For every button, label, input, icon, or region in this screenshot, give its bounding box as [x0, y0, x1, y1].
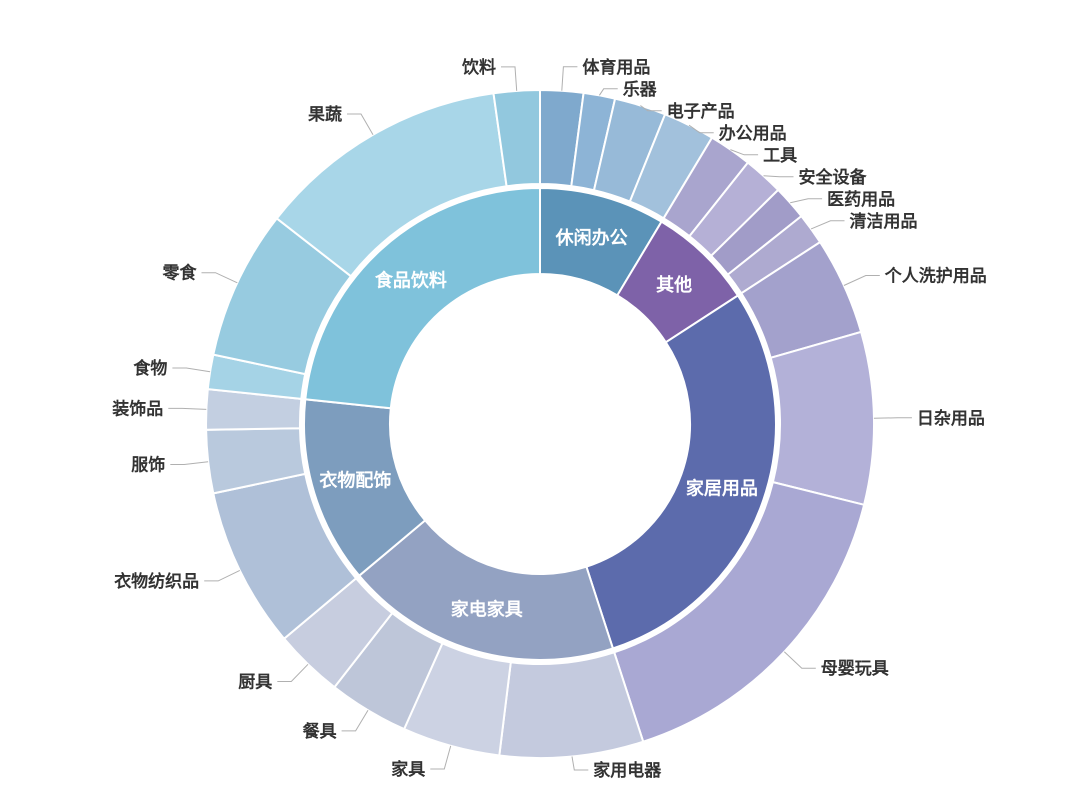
label-line-apparel: [170, 462, 208, 465]
inner-label-home-goods: 家居用品: [686, 477, 758, 498]
outer-label-medical-supplies: 医药用品: [827, 189, 895, 209]
outer-label-baby-toys: 母婴玩具: [821, 659, 889, 678]
label-line-beverages: [501, 67, 517, 91]
outer-label-personal-care: 个人洗护用品: [884, 266, 987, 286]
segments-layer: [206, 90, 874, 758]
outer-label-musical-instruments: 乐器: [623, 80, 658, 99]
label-line-snacks: [202, 273, 238, 283]
outer-label-tableware: 餐具: [303, 721, 337, 741]
outer-label-home-appliances: 家用电器: [593, 760, 662, 780]
outer-label-daily-sundries: 日杂用品: [917, 408, 985, 428]
outer-label-snacks: 零食: [162, 263, 198, 283]
label-line-tableware: [342, 710, 368, 731]
label-line-personal-care: [844, 276, 880, 286]
label-line-medical-supplies: [790, 199, 822, 203]
label-line-clothing-textiles: [204, 570, 240, 581]
outer-label-office-supplies: 办公用品: [719, 123, 787, 143]
outer-label-fruits-vegetables: 果蔬: [308, 105, 342, 124]
inner-label-food-beverage: 食品饮料: [374, 270, 447, 291]
label-line-baby-toys: [784, 652, 816, 668]
label-line-cleaning-supplies: [811, 221, 844, 229]
inner-label-clothing-accessories: 衣物配饰: [319, 469, 391, 490]
label-line-food: [172, 368, 210, 372]
outer-label-beverages: 饮料: [461, 57, 496, 77]
label-line-sports-goods: [562, 67, 578, 91]
label-line-kitchenware: [277, 664, 308, 681]
outer-label-electronics: 电子产品: [667, 101, 735, 121]
inner-label-leisure-office: 休闲办公: [555, 227, 628, 248]
outer-label-cleaning-supplies: 清洁用品: [850, 211, 918, 231]
outer-label-food: 食物: [133, 358, 167, 378]
label-line-decorations: [168, 408, 206, 409]
outer-label-decorations: 装饰品: [111, 398, 163, 418]
outer-label-furniture: 家具: [391, 759, 425, 779]
inner-label-other: 其他: [656, 274, 692, 295]
label-line-furniture: [430, 746, 450, 769]
outer-label-clothing-textiles: 衣物纺织品: [114, 571, 199, 591]
inner-label-appliances-furniture: 家电家具: [451, 599, 523, 620]
outer-label-kitchenware: 厨具: [238, 673, 272, 692]
label-line-musical-instruments: [599, 89, 617, 96]
outer-label-safety-equipment: 安全设备: [799, 167, 868, 187]
outer-label-tools: 工具: [763, 146, 797, 165]
outer-label-apparel: 服饰: [131, 455, 165, 475]
outer-label-sports-goods: 体育用品: [582, 57, 650, 77]
label-line-fruits-vegetables: [347, 114, 373, 135]
outer-segment-daily-sundries[interactable]: [771, 332, 874, 505]
label-line-home-appliances: [572, 757, 588, 771]
label-line-safety-equipment: [764, 176, 794, 177]
